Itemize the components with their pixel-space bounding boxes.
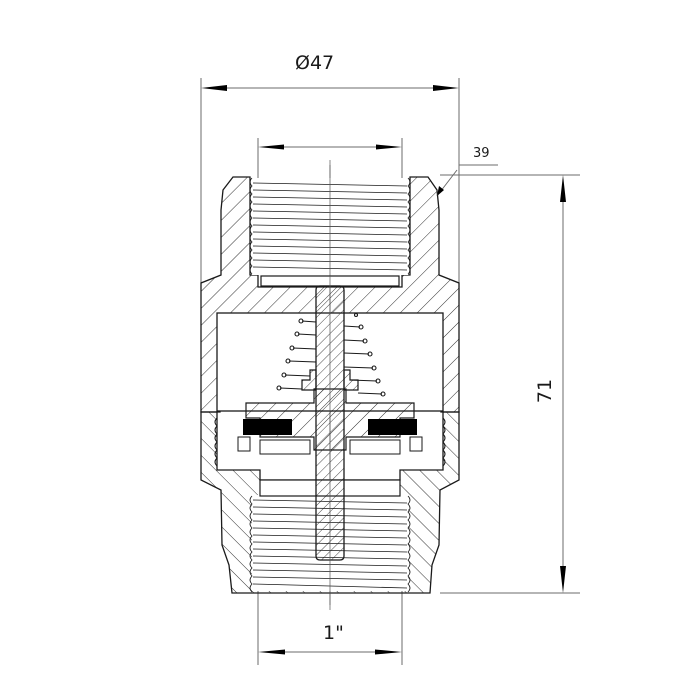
- body-joint-threads: [214, 417, 446, 467]
- dimension-arrows: [201, 85, 566, 655]
- seal-right: [368, 419, 417, 435]
- overall-length-label: 71: [534, 378, 557, 404]
- spring-coils: [276, 312, 386, 397]
- wrench-size-label: 39: [473, 146, 490, 161]
- seal-left: [243, 419, 292, 435]
- outer-diameter-label: Ø47: [295, 52, 335, 74]
- thread-size-label: 1": [323, 622, 344, 644]
- seat-ring: [237, 436, 423, 455]
